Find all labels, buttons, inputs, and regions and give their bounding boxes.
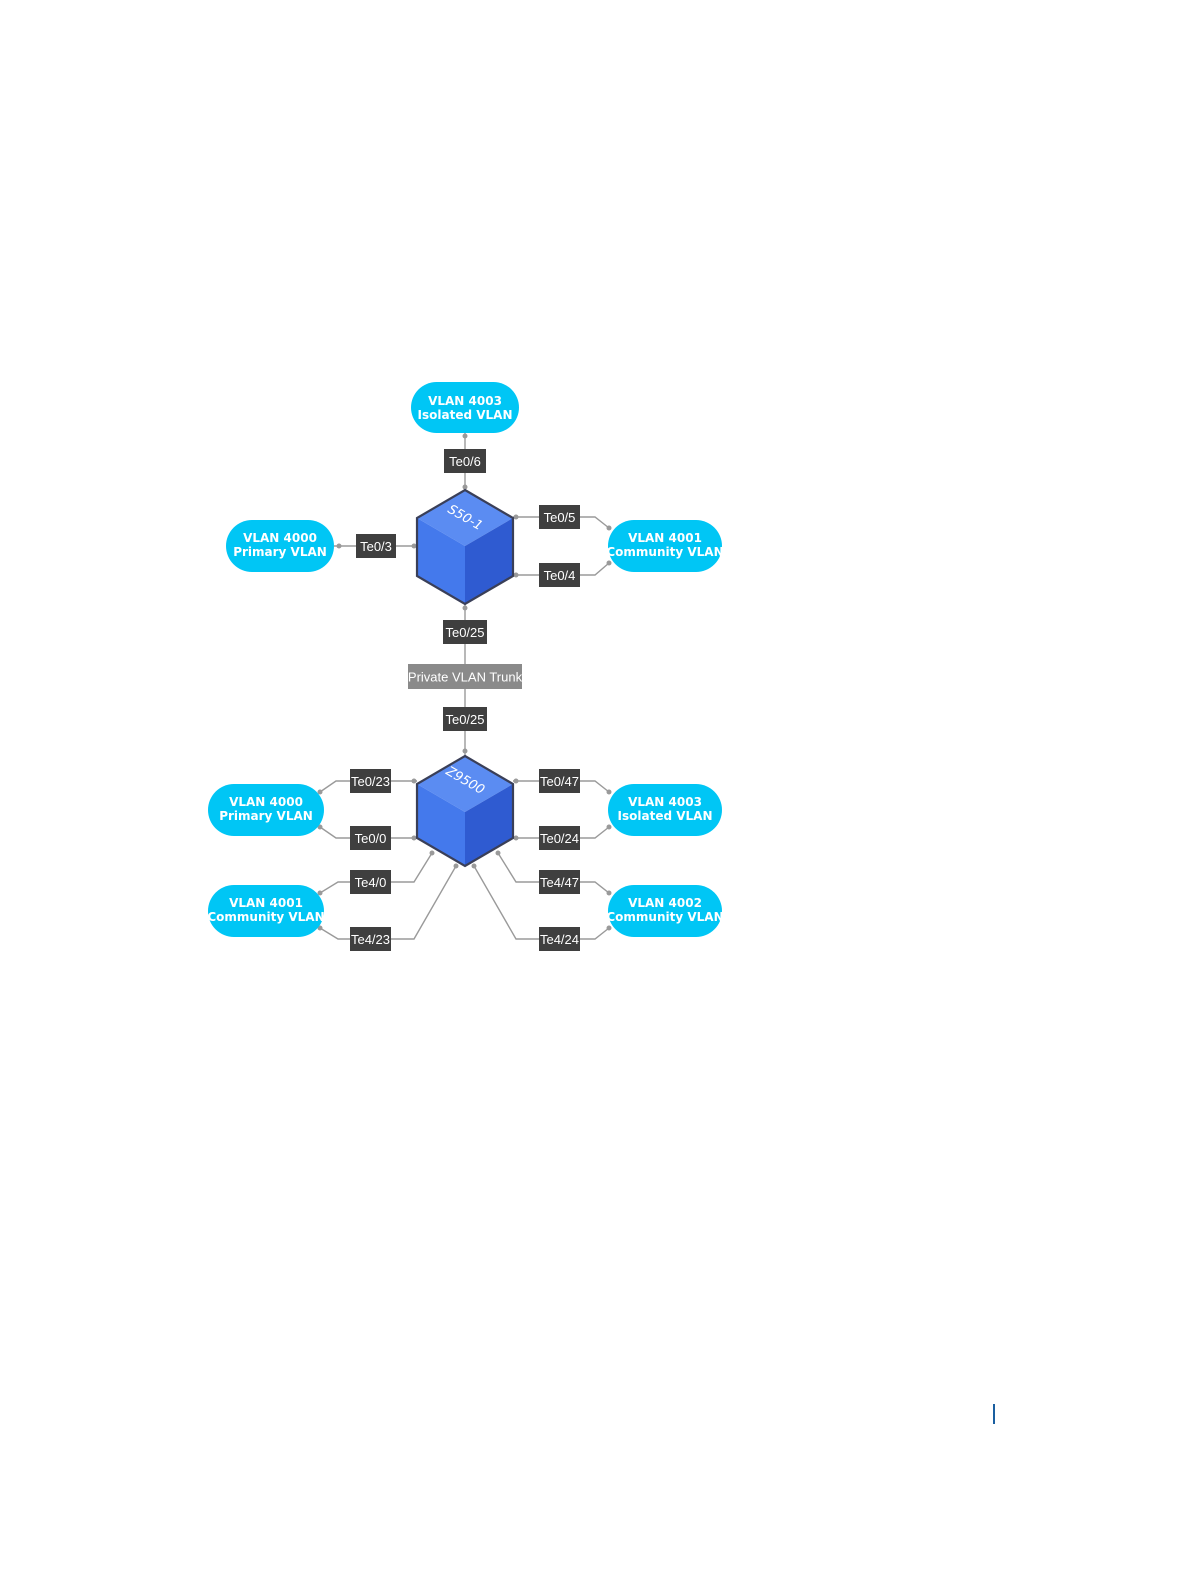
port-label: Te4/47 <box>540 875 579 890</box>
port-te0-23[interactable]: Te0/23 <box>350 769 391 793</box>
vlan-top-primary[interactable]: VLAN 4000 Primary VLAN <box>226 520 334 572</box>
port-label: Te4/23 <box>351 932 390 947</box>
vlan-id: VLAN 4001 <box>229 896 303 910</box>
private-vlan-trunk[interactable]: Private VLAN Trunk <box>408 664 523 689</box>
vlan-id: VLAN 4000 <box>243 531 317 545</box>
port-label: Te0/23 <box>351 774 390 789</box>
trunk-label: Private VLAN Trunk <box>408 670 523 685</box>
port-te0-5[interactable]: Te0/5 <box>539 505 580 529</box>
port-label: Te0/4 <box>544 568 576 583</box>
vlan-id: VLAN 4001 <box>628 531 702 545</box>
vlan-id: VLAN 4003 <box>628 795 702 809</box>
vlan-id: VLAN 4000 <box>229 795 303 809</box>
port-te0-6[interactable]: Te0/6 <box>444 449 486 473</box>
port-te4-0[interactable]: Te4/0 <box>350 870 391 894</box>
switch-s50-1[interactable]: S50-1 <box>417 490 513 604</box>
port-te0-25-bottom[interactable]: Te0/25 <box>443 707 487 731</box>
port-label: Te0/25 <box>445 712 484 727</box>
vlan-top-isolated[interactable]: VLAN 4003 Isolated VLAN <box>411 382 519 433</box>
switch-z9500[interactable]: Z9500 <box>417 756 513 866</box>
vlan-type: Primary VLAN <box>233 545 327 559</box>
port-label: Te0/24 <box>540 831 579 846</box>
port-te0-0[interactable]: Te0/0 <box>350 826 391 850</box>
port-label: Te0/25 <box>445 625 484 640</box>
port-te4-23[interactable]: Te4/23 <box>350 927 391 951</box>
vlan-type: Community VLAN <box>207 910 324 924</box>
vlan-type: Community VLAN <box>606 545 723 559</box>
port-label: Te0/6 <box>449 454 481 469</box>
vlan-bottom-primary[interactable]: VLAN 4000 Primary VLAN <box>208 784 324 836</box>
vlan-bottom-community-4002[interactable]: VLAN 4002 Community VLAN <box>606 885 723 937</box>
page-edge-marker <box>993 1404 995 1424</box>
port-label: Te4/24 <box>540 932 579 947</box>
vlan-top-community[interactable]: VLAN 4001 Community VLAN <box>606 520 723 572</box>
port-te4-47[interactable]: Te4/47 <box>539 870 580 894</box>
port-te4-24[interactable]: Te4/24 <box>539 927 580 951</box>
vlan-type: Community VLAN <box>606 910 723 924</box>
port-te0-24[interactable]: Te0/24 <box>539 826 580 850</box>
vlan-bottom-isolated[interactable]: VLAN 4003 Isolated VLAN <box>608 784 722 836</box>
port-label: Te0/5 <box>544 510 576 525</box>
vlan-bottom-community-4001[interactable]: VLAN 4001 Community VLAN <box>207 885 324 937</box>
port-te0-25-top[interactable]: Te0/25 <box>443 620 487 644</box>
vlan-id: VLAN 4002 <box>628 896 702 910</box>
port-label: Te0/47 <box>540 774 579 789</box>
port-label: Te0/0 <box>355 831 387 846</box>
port-te0-47[interactable]: Te0/47 <box>539 769 580 793</box>
port-label: Te0/3 <box>360 539 392 554</box>
vlan-type: Primary VLAN <box>219 809 313 823</box>
port-te0-3[interactable]: Te0/3 <box>356 534 396 558</box>
vlan-type: Isolated VLAN <box>418 408 513 422</box>
vlan-id: VLAN 4003 <box>428 394 502 408</box>
port-te0-4[interactable]: Te0/4 <box>539 563 580 587</box>
port-label: Te4/0 <box>355 875 387 890</box>
vlan-type: Isolated VLAN <box>618 809 713 823</box>
